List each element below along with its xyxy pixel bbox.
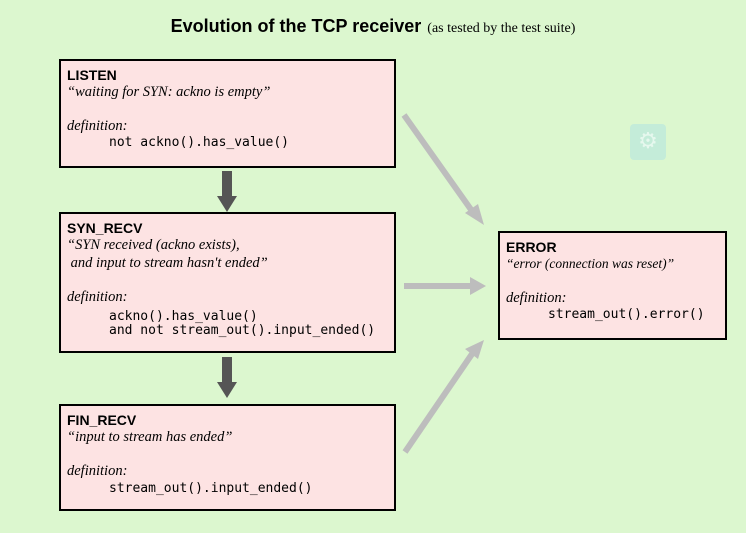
definition-label: definition: [506,290,567,306]
definition-code: stream_out().error() [548,307,705,322]
robot-icon: ⚙ [630,124,666,160]
state-description: “SYN received (ackno exists), and input … [67,237,268,271]
definition-label: definition: [67,118,128,134]
title-main: Evolution of the TCP receiver [170,16,422,36]
arrow-listen-to-syn-recv [217,171,237,212]
state-description: “input to stream has ended” [67,429,233,445]
state-name: SYN_RECV [67,220,143,236]
diagram-title: Evolution of the TCP receiver (as tested… [0,16,746,37]
definition-code: stream_out().input_ended() [109,481,313,496]
state-listen: LISTEN “waiting for SYN: ackno is empty”… [59,59,396,168]
state-description: “error (connection was reset)” [506,256,675,271]
arrow-syn-recv-to-fin-recv [217,357,237,398]
definition-label: definition: [67,289,128,305]
definition-code: ackno().has_value() and not stream_out()… [109,309,376,338]
state-name: FIN_RECV [67,412,137,428]
arrow-syn-recv-to-error [404,277,486,295]
arrow-fin-recv-to-error [402,340,484,454]
state-syn-recv: SYN_RECV “SYN received (ackno exists), a… [59,212,396,353]
definition-code: not ackno().has_value() [109,135,290,150]
state-name: LISTEN [67,67,117,83]
definition-label: definition: [67,463,128,479]
arrow-listen-to-error [401,113,484,225]
state-name: ERROR [506,239,557,255]
title-subtitle: (as tested by the test suite) [427,21,576,36]
state-description: “waiting for SYN: ackno is empty” [67,84,271,100]
state-error: ERROR “error (connection was reset)” def… [498,231,727,340]
state-fin-recv: FIN_RECV “input to stream has ended” def… [59,404,396,511]
